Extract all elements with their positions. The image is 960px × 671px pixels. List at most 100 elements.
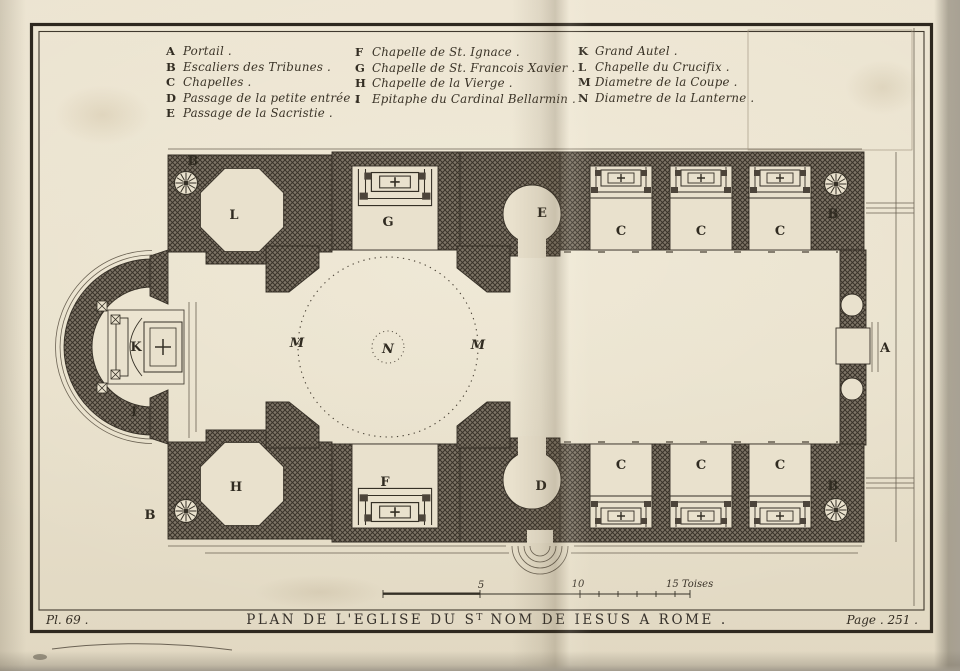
crossing-pier <box>265 401 320 449</box>
plan-openings <box>199 165 871 529</box>
crossing-pier <box>265 245 320 293</box>
legend-label: Chapelle de la Vierge . <box>372 76 513 90</box>
facade-niche <box>840 293 864 317</box>
crossing-pier <box>456 401 511 449</box>
legend-label: Chapelle de St. Francois Xavier . <box>372 60 576 75</box>
legend-column-2: F Chapelle de St. Ignace . G Chapelle de S… <box>355 41 576 106</box>
exterior-lines <box>55 28 915 606</box>
plan-letter: D <box>535 479 546 494</box>
legend-key: N <box>578 90 589 105</box>
dome-circles <box>297 256 479 438</box>
portal-opening <box>835 327 871 365</box>
legend-label: Grand Autel . <box>595 44 678 58</box>
plan-letter: C <box>775 224 785 239</box>
plan-letter: C <box>775 458 785 473</box>
church-plan: B L G E C C C B K M N M A I H B F D C C <box>55 28 915 606</box>
legend-key: A <box>166 44 175 58</box>
chapel-L-octagon <box>199 167 285 253</box>
altar-pedestals <box>96 300 121 394</box>
chapel-C-interior <box>748 165 812 251</box>
spiral-stair-icon <box>824 498 848 522</box>
page-number: Page . 251 . <box>846 613 918 627</box>
title-band: Pl. 69 . PLAN DE L'EGLISE DU ST NOM DE I… <box>36 611 926 630</box>
legend-key: B <box>166 59 176 74</box>
legend-key: D <box>166 90 176 105</box>
plan-letter: L <box>229 208 238 223</box>
spiral-stair-icon <box>174 171 198 195</box>
scale-bar: 5 10 15 Toises <box>382 579 713 598</box>
page-marks <box>33 643 233 660</box>
legend-key: G <box>355 60 365 75</box>
plan-letter: C <box>616 224 626 239</box>
legend-key: K <box>578 44 588 58</box>
plan-letter: M <box>470 338 486 353</box>
legend-label: Diametre de la Lanterne . <box>595 90 755 105</box>
legend-entry: H Chapelle de la Vierge . <box>355 72 576 90</box>
scale-tick-label: 10 <box>572 579 585 590</box>
high-altar <box>96 300 185 394</box>
nave-pilasters <box>564 251 838 443</box>
lantern-diameter-circle <box>371 330 405 364</box>
chapel-H-octagon <box>199 441 285 527</box>
legend-entry: M Diametre de la Coupe . <box>578 71 754 89</box>
plan-letter: N <box>381 342 395 357</box>
legend-entry: F Chapelle de St. Ignace . <box>355 41 576 59</box>
plate-number: Pl. 69 . <box>46 613 89 627</box>
legend-entry: D Passage de la petite entrée . <box>166 87 359 105</box>
legend-label: Passage de la petite entrée . <box>183 90 359 105</box>
plan-letter: C <box>616 458 626 473</box>
facade-niche <box>840 377 864 401</box>
legend-key: C <box>166 75 176 89</box>
legend-label: Escaliers des Tribunes . <box>183 59 331 74</box>
legend-entry: K Grand Autel . <box>578 40 754 58</box>
plan-letter: H <box>230 480 242 495</box>
plan-letter: M <box>289 336 305 351</box>
plan-letter: C <box>696 458 706 473</box>
legend-entry: N Diametre de la Lanterne . <box>578 87 755 105</box>
spiral-stair-icon <box>174 499 198 523</box>
plan-letter: G <box>382 215 393 230</box>
plate-title-text: PLAN DE L'EGLISE DU S <box>246 612 477 628</box>
scale-tick-label: 5 <box>478 580 484 591</box>
plate-title-text: NOM DE IESUS A ROME . <box>483 612 728 628</box>
legend-label: Chapelle du Crucifix . <box>595 59 730 74</box>
plan-letters: B L G E C C C B K M N M A I H B F D C C <box>130 154 891 523</box>
legend-key: E <box>166 106 175 120</box>
apse <box>63 258 153 436</box>
plan-letter: B <box>828 479 839 494</box>
plate-title-superscript: T <box>476 613 484 623</box>
legend-entry: E Passage de la Sacristie . <box>166 102 358 120</box>
legend-key: F <box>355 45 364 59</box>
legend-entry: C Chapelles . <box>166 71 358 89</box>
plan-letter: K <box>130 340 142 355</box>
legend-label: Chapelles . <box>183 75 252 89</box>
crossing-pier <box>456 245 511 293</box>
plan-letter: A <box>879 341 891 356</box>
legend-label: Passage de la Sacristie . <box>183 106 333 120</box>
plan-letter: B <box>145 508 156 523</box>
legend-key: I <box>355 91 361 106</box>
plan-letter: B <box>828 207 839 222</box>
legend-label: Diametre de la Coupe . <box>595 75 738 89</box>
legend-label: Chapelle de St. Ignace . <box>372 45 520 59</box>
passage-throats <box>518 228 553 543</box>
legend-key: H <box>355 76 366 90</box>
legend-entry: I Epitaphe du Cardinal Bellarmin . <box>355 88 576 106</box>
legend-label: Epitaphe du Cardinal Bellarmin . <box>372 91 576 106</box>
plan-letter: F <box>380 475 390 490</box>
legend-entry: B Escaliers des Tribunes . <box>166 56 358 74</box>
plan-letter: C <box>696 224 706 239</box>
legend-entry: G Chapelle de St. Francois Xavier . <box>355 57 576 75</box>
plate-border <box>29 22 934 634</box>
spiral-stair-icon <box>824 172 848 196</box>
legend-key: M <box>578 75 591 89</box>
dome-diameter-circle <box>297 256 479 438</box>
plan-letter: E <box>537 206 547 221</box>
